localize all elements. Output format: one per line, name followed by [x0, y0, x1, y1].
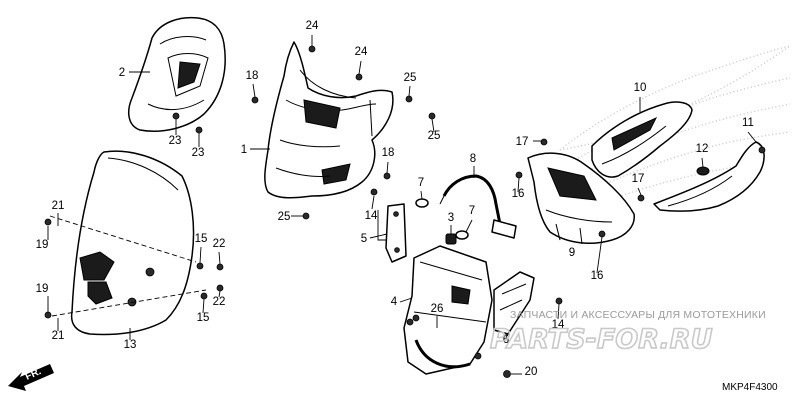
diagram-code: MKP4F4300: [722, 382, 778, 393]
callout-c-7a: 7: [418, 177, 424, 189]
part-4-cowl-stay: [403, 245, 493, 375]
callout-c-9: 9: [569, 247, 575, 259]
fasteners: [44, 45, 645, 378]
callout-c-7b: 7: [469, 205, 475, 217]
part-7-washer: [455, 230, 469, 240]
callout-c-24b: 24: [355, 46, 368, 58]
callout-c-17b: 17: [632, 173, 645, 185]
part-2-upper-cover: [127, 16, 226, 132]
callout-c-12: 12: [696, 143, 709, 155]
part-5-stay-plate: [385, 203, 407, 263]
part-10-side-panel: [591, 101, 693, 178]
callout-c-6: 6: [503, 334, 509, 346]
callout-c-11: 11: [742, 117, 754, 129]
callout-c-19b: 19: [36, 283, 49, 295]
callout-c-25c: 25: [278, 211, 291, 223]
callout-c-21a: 21: [52, 200, 65, 212]
callout-c-20: 20: [525, 366, 538, 378]
callout-c-16a: 16: [512, 188, 525, 200]
part-11-side-cover: [653, 141, 766, 212]
part-8-stay-pipe: [439, 174, 517, 239]
callout-c-18b: 18: [382, 147, 395, 159]
part-13-windscreen: [70, 150, 195, 336]
watermark-line1: ЗАПЧАСТИ И АКСЕССУАРЫ ДЛЯ МОТОТЕХНИКИ: [510, 309, 766, 321]
callout-c-15b: 15: [197, 312, 210, 324]
callout-c-4: 4: [391, 296, 398, 308]
callout-c-22a: 22: [213, 238, 226, 250]
callout-c-8: 8: [470, 153, 476, 165]
callout-c-21b: 21: [52, 330, 65, 342]
watermark: ЗАПЧАСТИ И АКСЕССУАРЫ ДЛЯ МОТОТЕХНИКИ PA…: [489, 309, 766, 356]
callout-c-2: 2: [119, 67, 125, 79]
callout-c-19a: 19: [36, 239, 49, 251]
callout-c-14a: 14: [365, 210, 378, 222]
callout-c-13: 13: [124, 339, 137, 351]
watermark-brand: PARTS-FOR.RU: [490, 324, 713, 355]
part-3-rubber-mount: [445, 233, 457, 245]
part-12-grommet: [696, 166, 710, 176]
leader-lines: [47, 35, 757, 375]
bracket-14-upper: [377, 210, 386, 241]
callout-c-25b: 25: [428, 130, 441, 142]
part-7-washer: [415, 198, 429, 208]
callout-c-25a: 25: [404, 72, 417, 84]
callout-c-17a: 17: [516, 136, 529, 148]
screen-mount-guide-line: [51, 289, 207, 317]
screen-mount-guide-line: [49, 215, 197, 263]
callout-c-3: 3: [448, 212, 454, 224]
callout-c-10: 10: [634, 82, 647, 94]
part-9-meter-bracket: [527, 152, 635, 245]
callout-c-14b: 14: [552, 319, 565, 331]
callout-c-23b: 23: [192, 147, 205, 159]
callout-c-15a: 15: [195, 233, 208, 245]
callout-c-24a: 24: [306, 20, 319, 32]
part-1-front-cowl: [264, 41, 394, 199]
part-6-side-bracket: [493, 271, 535, 335]
callout-c-18a: 18: [246, 70, 259, 82]
callout-c-5: 5: [361, 233, 367, 245]
callout-c-16b: 16: [591, 270, 604, 282]
callout-c-26: 26: [431, 303, 444, 315]
front-direction-arrow-icon: FR.: [8, 364, 54, 391]
callout-c-23a: 23: [169, 135, 182, 147]
callout-c-22b: 22: [213, 296, 226, 308]
callout-c-1: 1: [241, 144, 247, 156]
